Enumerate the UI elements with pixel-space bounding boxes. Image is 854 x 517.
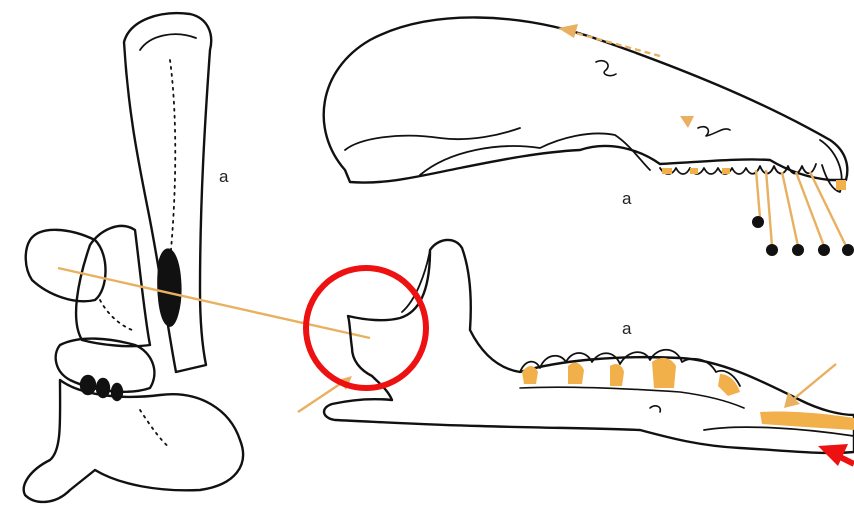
foramen-2 <box>97 379 109 397</box>
red-arrow-head <box>818 444 848 466</box>
lower-tooth-highlight-5 <box>718 374 740 396</box>
upper-tooth-highlight-4 <box>836 180 846 190</box>
small-triangle-marker <box>680 116 694 128</box>
skull-outline <box>324 17 848 182</box>
lower-vertebral-portion <box>24 380 243 502</box>
mental-foramen <box>650 406 660 412</box>
skull-label: a <box>622 189 632 208</box>
vertebra-label: a <box>219 167 229 186</box>
landmark-dot-3 <box>792 244 804 256</box>
dashed-arrow-head <box>558 24 578 38</box>
tooth-leader-2 <box>766 170 772 246</box>
landmark-dot-2 <box>766 244 778 256</box>
skull-pointers <box>558 24 846 246</box>
landmark-dots <box>752 216 854 256</box>
upper-tooth-highlight-1 <box>662 168 672 174</box>
skull-drawing <box>324 17 848 192</box>
spinous-process-ridge <box>140 34 196 50</box>
lower-tooth-highlight-4 <box>652 358 676 388</box>
red-pointer-arrow <box>818 444 854 466</box>
skull-detail-glyph <box>596 61 616 76</box>
lower-tooth-highlight-2 <box>568 363 584 384</box>
lower-teeth-base <box>520 387 744 408</box>
lower-dotted-line <box>140 410 170 448</box>
upper-tooth-highlight-3 <box>722 168 730 174</box>
landmark-dot-1 <box>752 216 764 228</box>
foramen-3 <box>112 384 122 400</box>
landmark-dot-5 <box>842 244 854 256</box>
body-dotted-line <box>100 300 132 330</box>
foramen-1 <box>81 376 95 394</box>
mandible-arrow-right-line <box>790 364 836 402</box>
neural-foramen <box>158 250 180 326</box>
tooth-leader-3 <box>782 172 798 246</box>
lower-tooth-highlight-3 <box>610 364 624 386</box>
lower-tooth-crowns <box>520 350 740 386</box>
lower-tooth-highlight-1 <box>522 366 538 384</box>
vertebra-drawing <box>24 13 243 502</box>
mandible-label: a <box>622 319 632 338</box>
tooth-leader-1 <box>756 170 760 218</box>
upper-teeth-row <box>660 164 816 174</box>
tooth-leader-4 <box>796 172 824 246</box>
spinous-process-dotted-line <box>170 60 175 260</box>
skull-detail-glyph-2 <box>698 127 730 136</box>
upper-tooth-highlight-2 <box>690 168 698 174</box>
landmark-dot-4 <box>818 244 830 256</box>
connector-line <box>58 268 370 338</box>
